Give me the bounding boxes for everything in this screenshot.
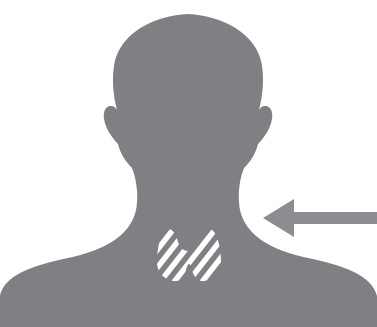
thyroid-location-diagram <box>0 0 377 327</box>
diagram-canvas <box>0 0 377 327</box>
